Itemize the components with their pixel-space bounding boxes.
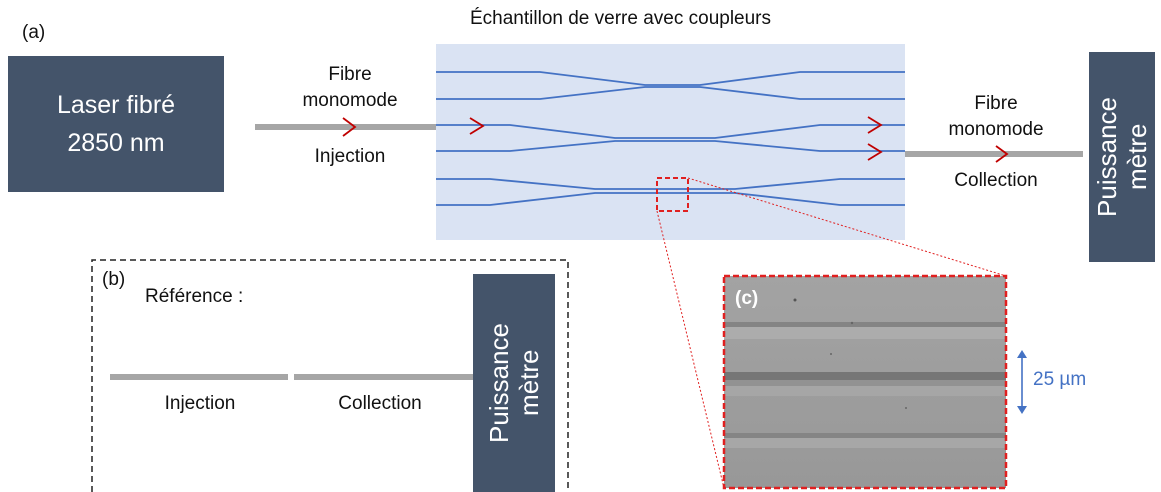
powermeter-box: Puissance mètre <box>1089 52 1155 262</box>
waveguide-couplers <box>436 71 905 206</box>
output-fiber-line1: Fibre <box>974 93 1018 114</box>
panel-a-marker: (a) <box>22 22 46 43</box>
reference-panel-frame <box>91 259 569 492</box>
coupler-1-upper-waveguide <box>436 71 905 86</box>
panel-b-marker: (b) <box>102 269 126 290</box>
input-fiber-line2: monomode <box>302 90 398 111</box>
sample-title: Échantillon de verre avec coupleurs <box>470 8 772 29</box>
arrow-icon <box>867 143 883 161</box>
laser-label-line2: 2850 nm <box>67 129 165 157</box>
glass-sample <box>436 44 905 240</box>
output-fiber-label: Fibre monomode <box>936 91 1056 143</box>
scale-bar-label: 25 µm <box>1033 369 1087 390</box>
reference-collection-fiber <box>294 374 473 380</box>
laser-box: Laser fibré 2850 nm <box>8 56 224 192</box>
laser-label-line1: Laser fibré <box>56 91 176 119</box>
arrow-icon <box>995 145 1009 163</box>
arrow-icon <box>469 117 485 135</box>
arrow-icon <box>342 117 357 137</box>
coupler-3-lower-waveguide <box>436 192 905 206</box>
output-fiber <box>905 151 1083 157</box>
input-fiber-line1: Fibre <box>328 64 372 85</box>
panel-c-marker: (c) <box>735 288 759 309</box>
input-fiber <box>255 124 436 130</box>
collection-label: Collection <box>954 170 1038 191</box>
output-fiber-line2: monomode <box>948 119 1044 140</box>
zoom-line-lower <box>656 210 725 489</box>
coupler-3-upper-waveguide <box>436 178 905 190</box>
input-fiber-label: Fibre monomode <box>290 62 410 114</box>
light-direction-arrows <box>342 116 1009 163</box>
coupler-1-lower-waveguide <box>436 86 905 100</box>
reference-injection-fiber <box>110 374 288 380</box>
injection-label: Injection <box>314 146 386 167</box>
scale-bar <box>1017 350 1027 414</box>
reference-title: Référence : <box>145 286 244 307</box>
coupler-2-upper-waveguide <box>436 124 905 139</box>
reference-powermeter-box: Puissance mètre <box>473 274 555 492</box>
zoom-line-upper <box>687 177 1007 277</box>
reference-collection-label: Collection <box>338 393 422 414</box>
micrograph <box>724 276 1006 488</box>
arrow-icon <box>867 116 883 134</box>
reference-injection-label: Injection <box>164 393 236 414</box>
coupler-2-lower-waveguide <box>436 140 905 152</box>
micrograph-frame <box>722 274 1008 490</box>
